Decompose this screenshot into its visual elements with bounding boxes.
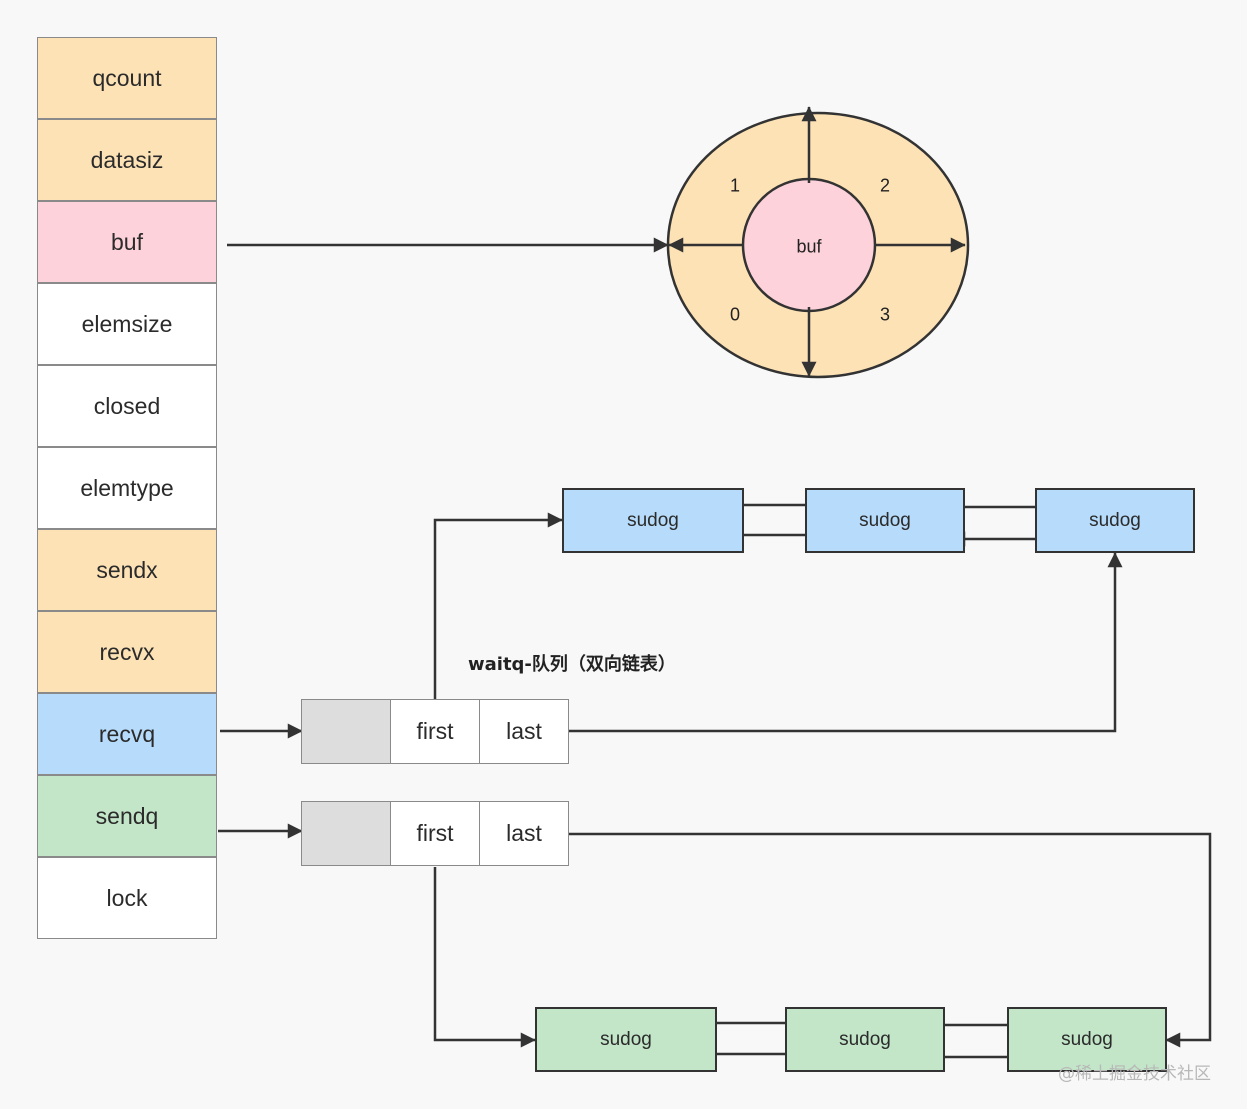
- recvq-first-cell: first: [390, 699, 480, 764]
- sendq-waitq-header: [301, 801, 391, 866]
- field-recvq: recvq: [37, 693, 217, 775]
- sendq-first-cell: first: [390, 801, 480, 866]
- field-recvx: recvx: [37, 611, 217, 693]
- field-sendx: sendx: [37, 529, 217, 611]
- field-sendq: sendq: [37, 775, 217, 857]
- watermark: @稀土掘金技术社区: [1058, 1064, 1211, 1084]
- sendq-last-arrow: [569, 832, 1212, 1048]
- field-datasiz: datasiz: [37, 119, 217, 201]
- recvq-last-cell: last: [479, 699, 569, 764]
- waitq-label: waitq-队列（双向链表）: [468, 654, 676, 675]
- sendq-sudog-2: sudog: [785, 1007, 945, 1072]
- ring-slot-3: 3: [879, 304, 891, 325]
- sendq-first-arrow: [433, 867, 536, 1048]
- sendq-sudog-1: sudog: [535, 1007, 717, 1072]
- field-lock: lock: [37, 857, 217, 939]
- recvq-sudog-1: sudog: [562, 488, 744, 553]
- recvq-last-arrow: [569, 552, 1123, 733]
- ring-slot-0: 0: [729, 304, 741, 325]
- field-qcount: qcount: [37, 37, 217, 119]
- field-elemsize: elemsize: [37, 283, 217, 365]
- field-elemtype: elemtype: [37, 447, 217, 529]
- sendq-sudog-3: sudog: [1007, 1007, 1167, 1072]
- recvq-sudog-2: sudog: [805, 488, 965, 553]
- ring-center-label: buf: [796, 236, 822, 257]
- ring-slot-2: 2: [879, 175, 891, 196]
- recvq-waitq-header: [301, 699, 391, 764]
- sendq-last-cell: last: [479, 801, 569, 866]
- field-buf: buf: [37, 201, 217, 283]
- recvq-sudog-3: sudog: [1035, 488, 1195, 553]
- ring-slot-1: 1: [729, 175, 741, 196]
- recvq-first-arrow: [433, 512, 563, 699]
- field-closed: closed: [37, 365, 217, 447]
